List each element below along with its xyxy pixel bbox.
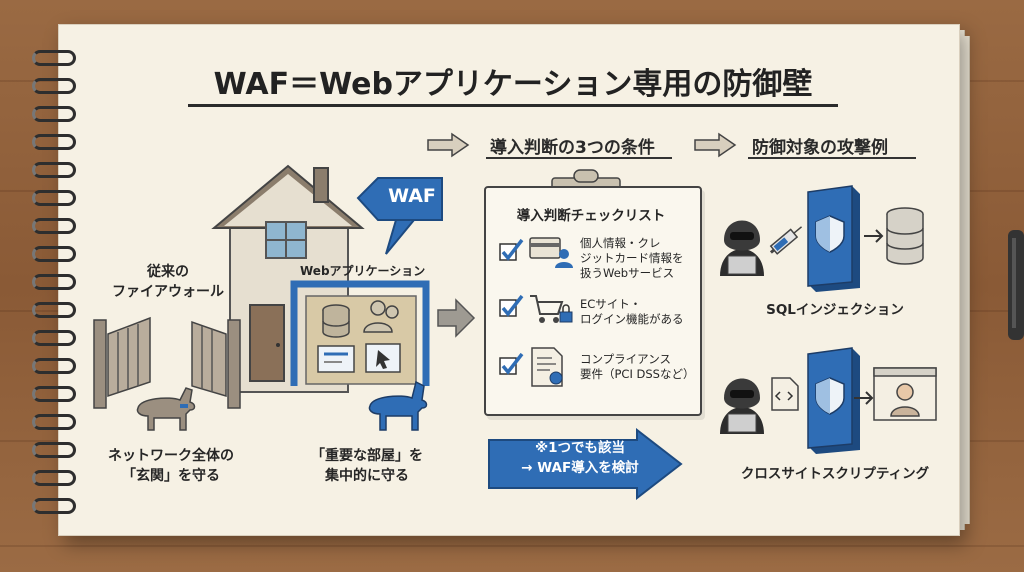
user-screen-icon [873, 367, 937, 421]
attack-arrow-2 [854, 391, 874, 405]
code-file-icon [771, 377, 799, 411]
attack-name-xss: クロスサイトスクリプティング [740, 466, 930, 482]
flow-arrow [437, 298, 476, 338]
guard-dog-blue-icon [368, 380, 428, 431]
checklist-card [484, 186, 702, 416]
title-underline [188, 104, 838, 107]
header-conditions: 導入判断の3つの条件 [490, 138, 655, 158]
waf-caption: 「重要な部屋」を 集中的に守る [311, 448, 423, 484]
certificate-icon [531, 347, 563, 387]
attack-arrow-1 [864, 229, 884, 243]
hacker-icon [720, 220, 764, 276]
header-arrow-2 [694, 132, 737, 158]
conclusion-text: ※1つでも該当 → WAF導入を検討 [521, 440, 639, 476]
waf-protection-frame [290, 280, 430, 386]
spiral-binding [32, 50, 76, 520]
syringe-icon [769, 226, 803, 255]
shield-icon [807, 347, 860, 454]
firewall-caption: ネットワーク全体の 「玄関」を守る [108, 448, 234, 484]
conclusion-arrow [488, 428, 683, 500]
guard-dog-gray-icon [136, 387, 196, 431]
hacker-icon [720, 378, 764, 434]
cart-lock-icon [530, 295, 573, 323]
waf-tag-label: WAF [388, 185, 436, 207]
checklist-item-1: 個人情報・クレ ジットカード情報を 扱うWebサービス [580, 236, 684, 280]
checklist-item-2: ECサイト・ ログイン機能がある [580, 297, 684, 326]
header-examples: 防御対象の攻撃例 [752, 138, 888, 158]
attack-name-sql: SQLインジェクション [766, 302, 904, 318]
checkbox-checked-icon [499, 238, 524, 261]
webapp-label: Webアプリケーション [300, 264, 426, 278]
checkbox-checked-icon [499, 352, 524, 375]
pen-icon [1008, 230, 1024, 340]
shield-icon [807, 185, 860, 292]
firewall-label: 従来の ファイアウォール [112, 264, 224, 300]
checklist-title: 導入判断チェックリスト [516, 208, 666, 224]
checklist-item-3: コンプライアンス 要件（PCI DSSなど） [580, 352, 695, 381]
checkbox-checked-icon [499, 294, 524, 317]
header-arrow-1 [427, 132, 470, 158]
database-icon [886, 207, 924, 265]
gate-icon [93, 316, 241, 409]
credit-card-user-icon [529, 237, 573, 268]
page-title: WAF＝Webアプリケーション専用の防御壁 [213, 67, 813, 102]
waf-arrow-tag [356, 177, 443, 255]
